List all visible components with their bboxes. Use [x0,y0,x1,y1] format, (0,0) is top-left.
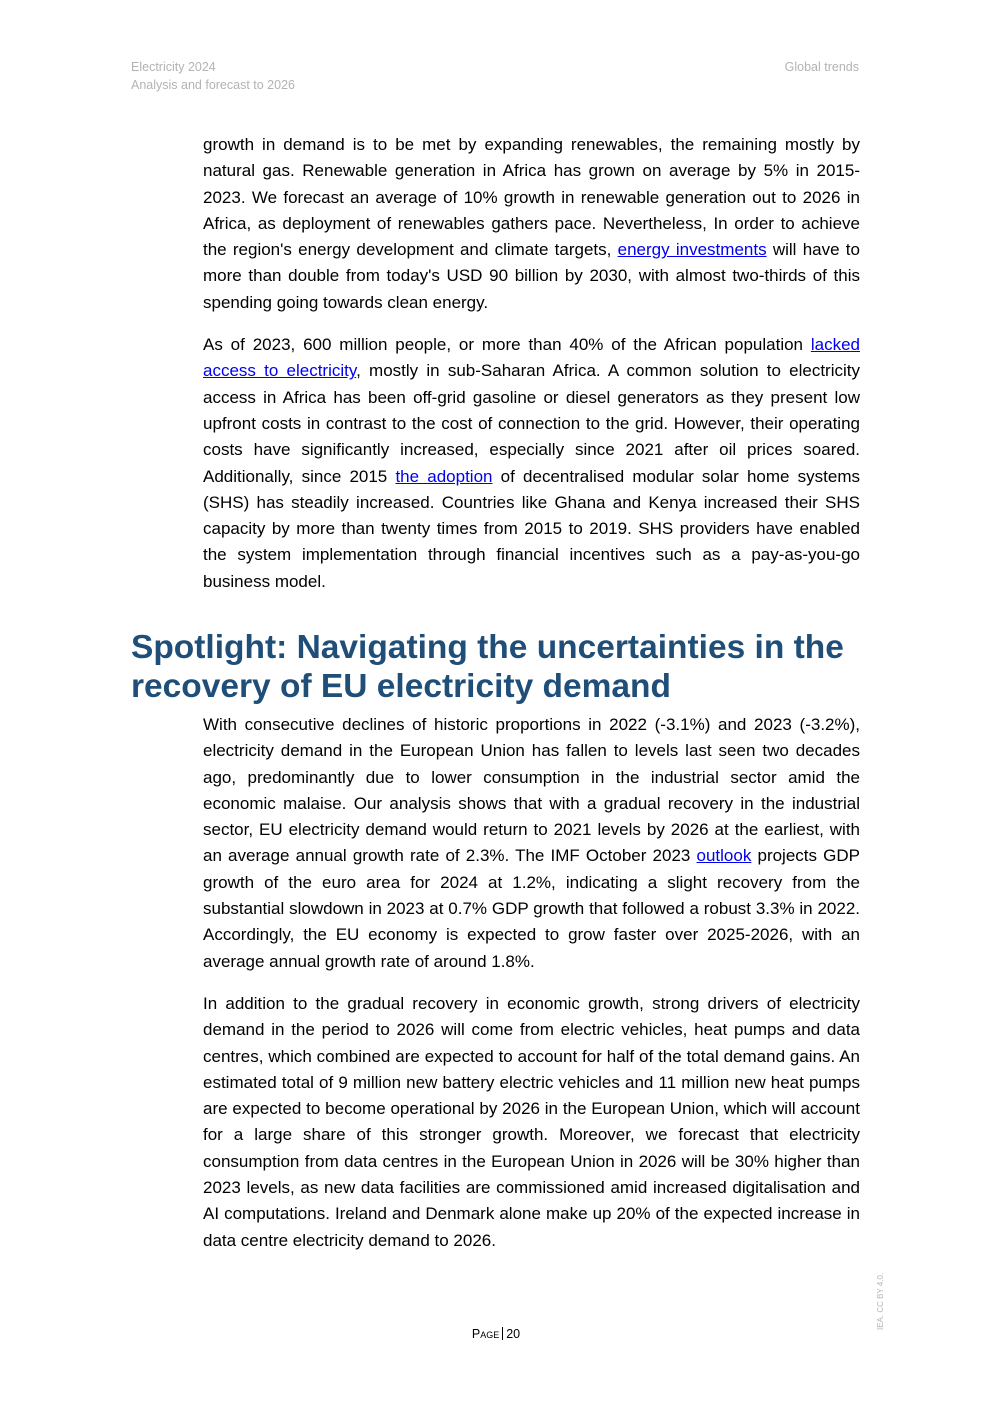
paragraph-text: With consecutive declines of historic pr… [203,715,860,866]
body-text-top: growth in demand is to be met by expandi… [203,132,860,611]
paragraph-text: projects GDP growth of the euro area for… [203,846,861,971]
page-separator [502,1327,504,1340]
header-title-line1: Electricity 2024 [131,60,216,74]
paragraph-text: will have to more than double from today… [203,240,860,312]
header-title-line2: Analysis and forecast to 2026 [131,78,295,92]
paragraph-text: , mostly in sub-Saharan Africa. A common… [203,361,860,486]
page-label: Page [471,1327,500,1341]
energy-investments-link[interactable]: energy investments [617,240,767,260]
paragraph-text: As of 2023, 600 million people, or more … [203,335,811,355]
page-number: 20 [506,1327,521,1341]
paragraph-africa-renewables: growth in demand is to be met by expandi… [203,132,860,316]
document-header-title: Electricity 2024 Analysis and forecast t… [131,58,295,94]
license-watermark: IEA. CC BY 4.0. [876,1272,885,1330]
paragraph-text: of decentralised modular solar home syst… [203,466,861,591]
paragraph-eu-demand-drivers: In addition to the gradual recovery in e… [203,993,860,1250]
paragraph-eu-demand-decline: With consecutive declines of historic pr… [203,712,860,975]
page-footer: Page 20 [0,1327,992,1341]
header-section-label: Global trends [784,60,859,74]
outlook-link[interactable]: outlook [696,846,752,866]
paragraph-africa-access: As of 2023, 600 million people, or more … [203,332,860,595]
paragraph-text: growth in demand is to be met by expandi… [203,135,860,260]
lacked-access-link[interactable]: lacked access to electricity [203,335,860,381]
section-heading: Spotlight: Navigating the uncertainties … [131,629,844,705]
body-text-bottom: With consecutive declines of historic pr… [203,712,860,1270]
the-adoption-link[interactable]: the adoption [395,466,493,486]
